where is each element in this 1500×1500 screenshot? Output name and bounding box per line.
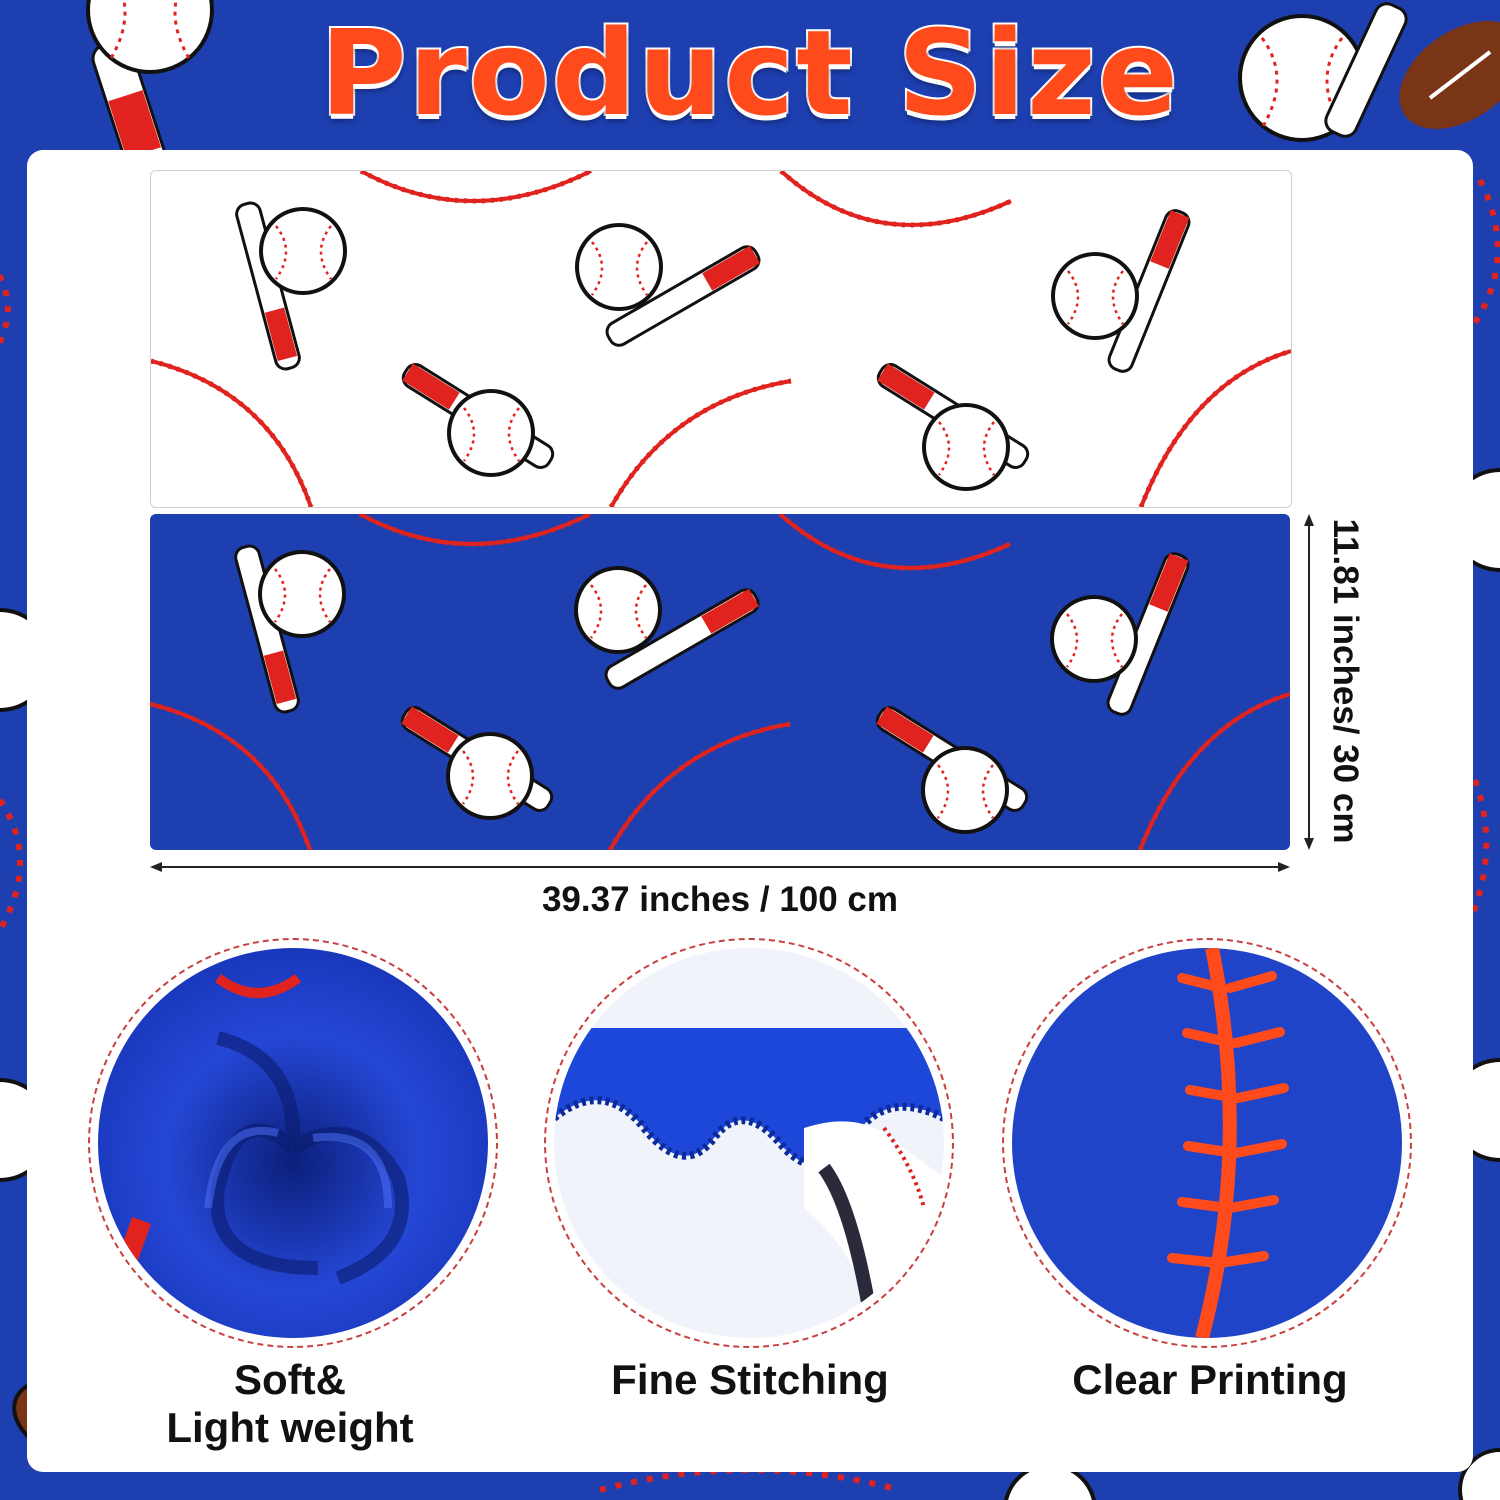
feature-label-line: Fine Stitching (611, 1356, 889, 1403)
baseball-icon (259, 207, 347, 295)
feature-clear-printing-image (1002, 938, 1412, 1348)
height-dimension-label: 11.81 inches/ 30 cm (1326, 518, 1365, 844)
stitched-edge-icon (554, 948, 944, 1338)
dashed-ring (544, 938, 954, 1348)
height-dimension-line (1308, 516, 1310, 848)
baseball-icon (574, 566, 662, 654)
feature-label-line: Clear Printing (1072, 1356, 1348, 1403)
baseball-seam-print-icon (1012, 948, 1402, 1338)
football-icon (1399, 21, 1500, 129)
dashed-ring (88, 938, 498, 1348)
feature-label-stitching: Fine Stitching (550, 1356, 950, 1404)
arrow-left-icon (150, 862, 162, 872)
towel-white-variant (150, 170, 1292, 508)
feature-label-line: Soft& (234, 1356, 346, 1403)
feature-fine-stitching-image (544, 938, 954, 1348)
baseball-icon (447, 389, 535, 477)
baseball-icon (258, 550, 346, 638)
feature-soft-lightweight-image (88, 938, 498, 1348)
width-dimension-label: 39.37 inches / 100 cm (541, 880, 899, 919)
fabric-swirl-icon (98, 948, 488, 1338)
dashed-ring (1002, 938, 1412, 1348)
feature-label-printing: Clear Printing (1010, 1356, 1410, 1404)
baseball-icon (446, 732, 534, 820)
width-dimension-line (152, 866, 1288, 868)
baseball-icon (575, 223, 663, 311)
page-title: Product Size (318, 4, 1180, 142)
arrow-down-icon (1304, 838, 1314, 850)
baseball-icon (1050, 595, 1138, 683)
baseball-icon (922, 403, 1010, 491)
towel-blue-variant (150, 514, 1290, 850)
baseball-icon (1051, 252, 1139, 340)
baseball-icon (921, 746, 1009, 834)
baseball-icon (86, 0, 214, 74)
feature-label-soft: Soft& Light weight (90, 1356, 490, 1452)
feature-label-line: Light weight (166, 1404, 414, 1451)
arrow-up-icon (1304, 514, 1314, 526)
arrow-right-icon (1278, 862, 1290, 872)
